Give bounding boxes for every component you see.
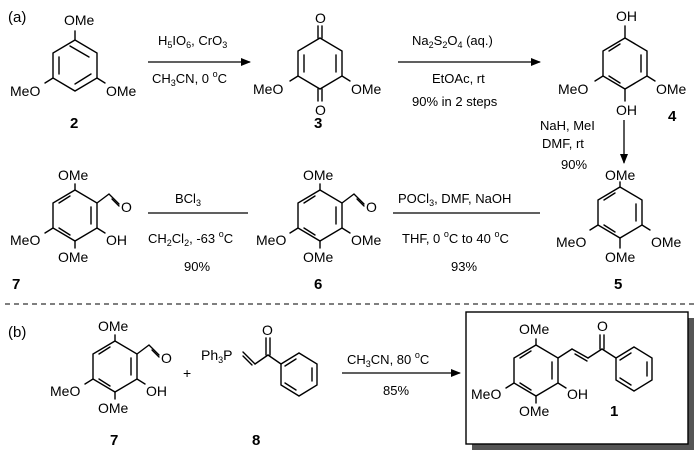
compound-number-6: 6: [314, 276, 322, 293]
compound-4: OH OH MeO OMe 4: [558, 8, 687, 125]
compound-8: Ph3P O 8: [201, 322, 318, 449]
oh-label: OH: [106, 232, 127, 248]
carbonyl-o-label: O: [315, 10, 326, 26]
compound-1: O OMe MeO OH OMe 1: [471, 318, 653, 420]
meo-label: MeO: [10, 232, 40, 248]
conditions-r5: CH2Cl2, -63 oC: [148, 229, 233, 248]
yield-r5: 90%: [184, 259, 210, 274]
ome-label: OMe: [98, 318, 129, 334]
conditions-r3: DMF, rt: [542, 136, 584, 151]
yield-r3: 90%: [561, 157, 587, 172]
reagents-r5: BCl3: [175, 191, 201, 208]
product-box: [465, 311, 689, 445]
compound-6: OMe MeO OMe OMe O 6: [256, 167, 382, 293]
oh-label: OH: [567, 386, 588, 402]
compound-number-1: 1: [610, 403, 618, 420]
ome-label: OMe: [303, 167, 334, 183]
compound-number-8: 8: [252, 432, 260, 449]
aldehyde-o-label: O: [366, 199, 377, 215]
panel-b-label: (b): [8, 324, 26, 341]
reagents-r3: NaH, MeI: [540, 118, 595, 133]
ome-label: OMe: [605, 249, 636, 265]
oh-label: OH: [616, 102, 637, 118]
ome-label: OMe: [58, 167, 89, 183]
aldehyde-o-label: O: [121, 199, 132, 215]
ome-label: OMe: [605, 167, 636, 183]
ome-label: OMe: [58, 249, 89, 265]
meo-label: MeO: [471, 386, 501, 402]
carbonyl-o-label: O: [597, 318, 608, 334]
meo-label: MeO: [10, 83, 40, 99]
reagents-r1: H5IO6, CrO3: [158, 33, 227, 50]
plus-sign: +: [183, 365, 191, 381]
ome-label: OMe: [106, 83, 137, 99]
conditions-r2: EtOAc, rt: [432, 71, 485, 86]
yield-r2: 90% in 2 steps: [412, 94, 498, 109]
panel-a-label: (a): [8, 9, 26, 26]
compound-number-5: 5: [614, 276, 622, 293]
conditions-r6: CH3CN, 80 oC: [347, 350, 429, 369]
meo-label: MeO: [50, 383, 80, 399]
compound-2: OMe MeO OMe 2: [10, 12, 137, 132]
meo-label: MeO: [256, 232, 286, 248]
meo-label: MeO: [556, 234, 586, 250]
carbonyl-o-label: O: [315, 102, 326, 118]
aldehyde-o-label: O: [161, 350, 172, 366]
compound-3: O O MeO OMe 3: [253, 10, 382, 132]
meo-label: MeO: [253, 81, 283, 97]
ome-label: OMe: [98, 400, 129, 416]
oh-label: OH: [146, 383, 167, 399]
oh-label: OH: [616, 8, 637, 24]
ome-label: OMe: [303, 249, 334, 265]
ome-label: OMe: [656, 81, 687, 97]
ome-label: OMe: [519, 321, 550, 337]
yield-r4: 93%: [451, 259, 477, 274]
reagents-r4: POCl3, DMF, NaOH: [398, 191, 511, 208]
compound-number-3: 3: [314, 115, 322, 132]
ome-label: OMe: [519, 403, 550, 419]
compound-number-4: 4: [668, 108, 677, 125]
ome-label: OMe: [351, 81, 382, 97]
reagents-r2: Na2S2O4 (aq.): [412, 33, 493, 50]
ome-label: OMe: [64, 12, 95, 28]
conditions-r1: CH3CN, 0 oC: [152, 69, 227, 88]
compound-7: OMe MeO OH OMe O 7: [10, 167, 132, 293]
carbonyl-o-label: O: [262, 322, 273, 338]
compound-7-panel-b: OMe MeO OH OMe O 7: [50, 318, 172, 449]
compound-number-7: 7: [12, 276, 20, 293]
compound-5: OMe MeO OMe OMe 5: [556, 167, 682, 293]
meo-label: MeO: [558, 81, 588, 97]
ome-label: OMe: [351, 232, 382, 248]
yield-r6: 85%: [383, 383, 409, 398]
conditions-r4: THF, 0 oC to 40 oC: [402, 229, 509, 246]
ome-label: OMe: [651, 234, 682, 250]
compound-number-2: 2: [70, 115, 78, 132]
ylide-label: Ph3P: [201, 347, 232, 365]
compound-number-7: 7: [110, 432, 118, 449]
